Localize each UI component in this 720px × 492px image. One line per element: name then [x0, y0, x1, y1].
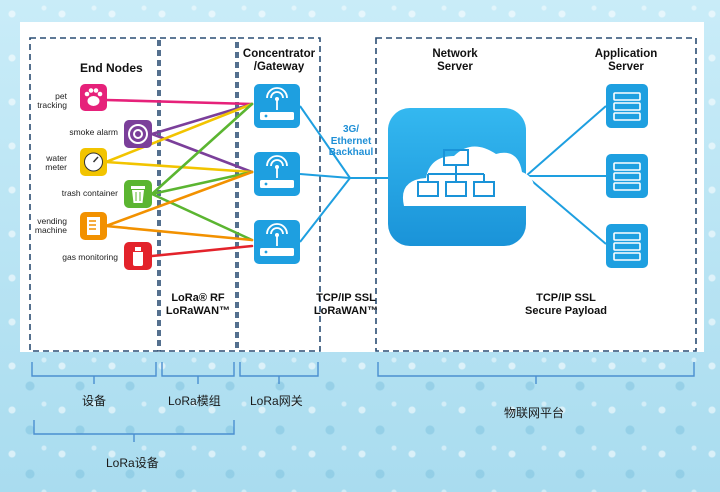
vending-machine-icon	[80, 212, 107, 240]
bracket-label-gateway: LoRa网关	[250, 394, 303, 408]
network-server-title-text: Network Server	[432, 48, 478, 74]
backhaul-label-text: 3G/ Ethernet Backhaul	[328, 124, 374, 158]
link-trash-gw2	[150, 170, 254, 196]
bracket-label-module: LoRa模组	[168, 394, 221, 408]
bracket-gateway	[239, 362, 319, 384]
end-nodes-box	[29, 37, 159, 352]
server-box	[375, 37, 697, 352]
protocol-tcp-secure-text: TCP/IP SSL Secure Payload	[525, 292, 607, 317]
cloud-icon	[402, 146, 535, 206]
protocol-tcp-lorawan: TCP/IP SSL LoRaWAN™	[306, 292, 386, 317]
link-vending-gw2	[104, 170, 254, 228]
concentrator-title: Concentrator /Gateway	[234, 48, 324, 74]
network-server-title: Network Server	[410, 48, 500, 74]
network-server-cloud	[388, 108, 535, 246]
smoke-alarm-icon	[124, 120, 152, 148]
bracket-label-lora-devices: LoRa设备	[106, 456, 159, 470]
device-label-gas: gas monitoring	[62, 252, 118, 262]
lora-module-box	[159, 37, 237, 352]
backhaul-line-gw2	[299, 173, 351, 179]
app-line-1	[525, 105, 607, 177]
gateway-box	[237, 37, 321, 352]
application-server-3	[606, 224, 648, 268]
protocol-lora-rf: LoRa® RF LoRaWAN™	[158, 292, 238, 317]
device-label-smoke: smoke alarm	[69, 127, 118, 137]
gas-monitoring-icon	[124, 242, 152, 270]
link-smoke-gw1	[150, 102, 254, 136]
end-nodes-title: End Nodes	[80, 61, 143, 75]
application-server-1	[606, 84, 648, 128]
protocol-tcp-lorawan-text: TCP/IP SSL LoRaWAN™	[313, 292, 379, 317]
device-label-pet: pet tracking	[37, 91, 67, 111]
water-meter-icon	[80, 148, 107, 176]
link-trash-gw1	[150, 102, 254, 196]
application-server-title-text: Application Server	[594, 48, 658, 74]
backhaul-line-gw1	[299, 105, 351, 179]
application-server-2	[606, 154, 648, 198]
device-label-water: water meter	[45, 153, 67, 173]
protocol-lora-rf-text: LoRa® RF LoRaWAN™	[165, 292, 231, 317]
link-smoke-gw2	[150, 132, 254, 174]
gateway-3	[254, 220, 300, 264]
backhaul-label: 3G/ Ethernet Backhaul	[326, 124, 376, 159]
bracket-devices	[31, 362, 157, 384]
link-pet-gw1	[104, 98, 254, 106]
backhaul-line-gw3	[299, 177, 351, 243]
gateway-2	[254, 152, 300, 196]
bracket-label-devices: 设备	[82, 394, 107, 408]
link-vending-gw3	[104, 224, 254, 242]
application-server-title: Application Server	[578, 48, 674, 74]
bracket-label-platform: 物联网平台	[504, 406, 565, 420]
link-water-gw1	[104, 102, 254, 164]
link-water-gw2	[104, 160, 254, 174]
device-label-trash: trash container	[61, 188, 118, 198]
bracket-lora-devices	[33, 420, 235, 442]
bracket-module	[161, 362, 235, 384]
paw-icon	[80, 84, 107, 111]
bracket-platform	[377, 362, 695, 384]
concentrator-title-text: Concentrator /Gateway	[242, 48, 316, 74]
device-label-vending: vending machine	[34, 216, 67, 236]
link-gas-gw3	[150, 244, 254, 258]
gateway-1	[254, 84, 300, 128]
trash-container-icon	[124, 180, 152, 208]
app-line-3	[525, 175, 607, 245]
protocol-tcp-secure: TCP/IP SSL Secure Payload	[506, 292, 626, 317]
network-topology-icon	[417, 149, 495, 197]
